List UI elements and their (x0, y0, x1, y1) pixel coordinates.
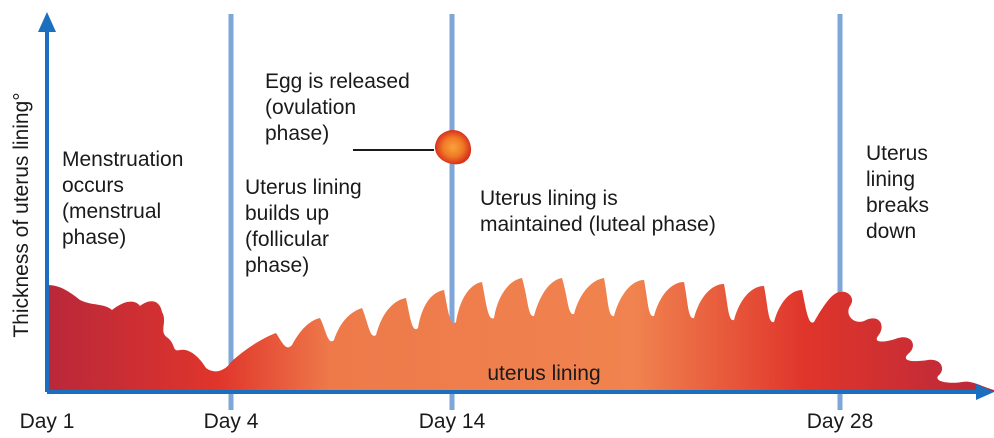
ovulation-phase-label: Egg is released (ovulation phase) (265, 69, 410, 147)
x-tick-day-1: Day 1 (20, 410, 75, 434)
x-tick-day-14: Day 14 (419, 410, 486, 434)
y-axis-label: Thickness of uterus lining° (10, 92, 34, 337)
x-tick-day-28: Day 28 (807, 410, 874, 434)
luteal-phase-label: Uterus lining is maintained (luteal phas… (480, 186, 716, 238)
follicular-phase-label: Uterus lining builds up (follicular phas… (245, 175, 362, 279)
menstrual-phase-label: Menstruation occurs (menstrual phase) (62, 147, 183, 251)
y-axis-arrowhead (38, 12, 56, 32)
uterus-lining-label: uterus lining (487, 362, 600, 386)
x-axis-arrowhead (976, 384, 994, 400)
breakdown-phase-label: Uterus lining breaks down (866, 141, 929, 245)
egg-cell (435, 130, 471, 164)
x-tick-day-4: Day 4 (204, 410, 259, 434)
